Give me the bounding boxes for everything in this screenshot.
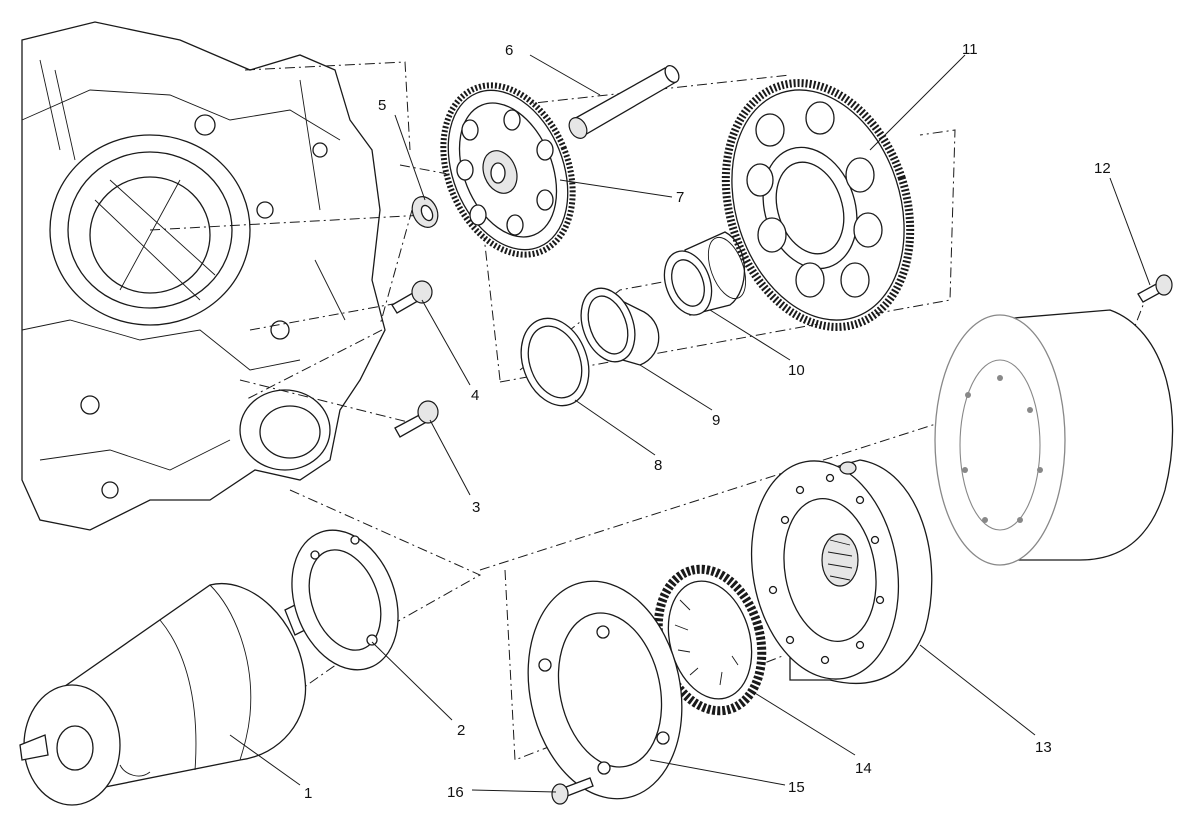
callout-5: 5 bbox=[378, 97, 386, 114]
callout-9: 9 bbox=[712, 412, 720, 429]
callout-3: 3 bbox=[472, 499, 480, 516]
callout-2: 2 bbox=[457, 722, 465, 739]
callout-13: 13 bbox=[1035, 739, 1052, 756]
screw-4 bbox=[391, 280, 433, 314]
callout-12: 12 bbox=[1094, 160, 1111, 177]
callout-8: 8 bbox=[654, 457, 662, 474]
cover-plate bbox=[527, 580, 683, 800]
starter-gear bbox=[721, 79, 915, 331]
flywheel-rotor bbox=[750, 309, 1174, 685]
callout-15: 15 bbox=[788, 779, 805, 796]
starter-motor bbox=[19, 583, 316, 806]
intermediate-gear bbox=[440, 82, 576, 258]
callout-10: 10 bbox=[788, 362, 805, 379]
washer-5 bbox=[411, 196, 439, 228]
leader-lines bbox=[229, 54, 1151, 793]
callout-1: 1 bbox=[304, 785, 312, 802]
callout-4: 4 bbox=[471, 387, 479, 404]
bushing-9 bbox=[580, 287, 660, 366]
screw-12 bbox=[1137, 274, 1173, 303]
gasket bbox=[291, 529, 399, 671]
crankcase-illustration bbox=[21, 21, 386, 531]
bushing-10 bbox=[663, 231, 747, 316]
callout-6: 6 bbox=[505, 42, 513, 59]
pin-6 bbox=[568, 64, 680, 139]
callout-16: 16 bbox=[447, 784, 464, 801]
callout-7: 7 bbox=[676, 189, 684, 206]
callout-11: 11 bbox=[962, 41, 978, 58]
screw-16 bbox=[551, 777, 594, 805]
thrust-washer-8 bbox=[520, 317, 590, 407]
callout-14: 14 bbox=[855, 760, 872, 777]
screw-3 bbox=[394, 400, 439, 438]
callout-labels: 1 2 3 4 5 6 7 8 9 10 11 12 13 14 15 16 bbox=[304, 41, 1111, 802]
